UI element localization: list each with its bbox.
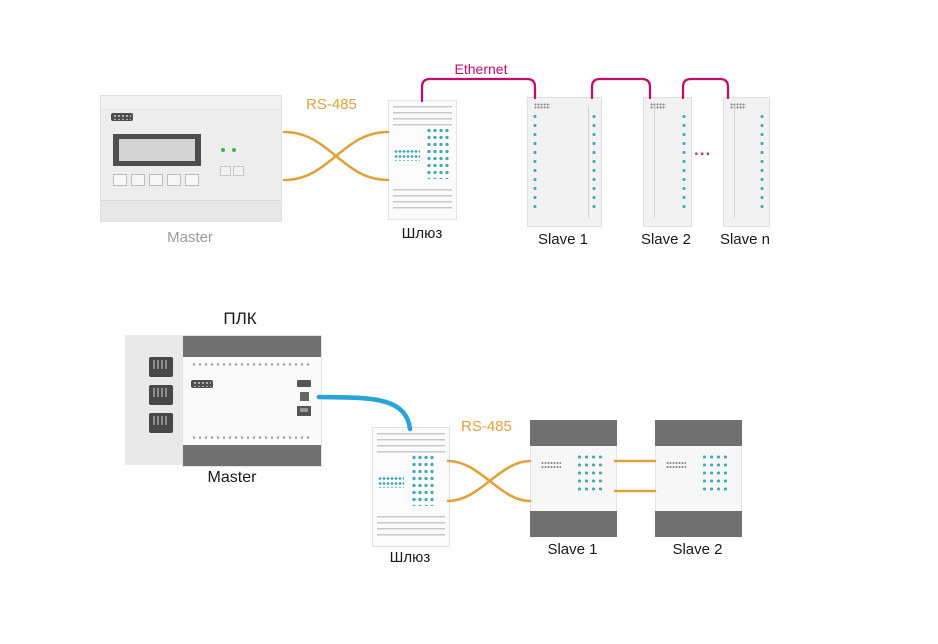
din-rail (655, 420, 742, 446)
device-button (149, 174, 163, 186)
terminal-strip (393, 106, 452, 128)
plc-label: ПЛК (223, 309, 257, 328)
led-indicator-grid (576, 453, 604, 495)
terminal-strip (377, 433, 445, 455)
ethernet-port-icon (149, 357, 173, 377)
usb-port-icon (297, 380, 311, 387)
din-rail (183, 445, 321, 466)
slave-n-panel (723, 97, 770, 227)
slave2-module (655, 420, 742, 537)
led-indicator-grid (411, 454, 435, 506)
terminal-dots (591, 112, 597, 212)
gateway-label-bottom: Шлюз (389, 549, 431, 566)
owen-logo (650, 103, 666, 109)
plc-body (182, 335, 322, 467)
slave-n-label-top: Slave n (719, 231, 771, 248)
ethernet-port-icon (149, 413, 173, 433)
ethernet-wire (590, 77, 652, 100)
device-bottom-strip (101, 200, 281, 221)
slave2-label-bottom: Slave 2 (672, 541, 723, 558)
owen-logo (730, 103, 746, 109)
terminal-row (191, 435, 313, 440)
led-indicator-grid (701, 453, 729, 495)
slave1-panel (527, 97, 602, 227)
slave2-label-top: Slave 2 (640, 231, 692, 248)
rs485-label-bottom: RS-485 (461, 418, 512, 435)
master-label-bottom: Master (207, 469, 257, 486)
slave1-label-top: Slave 1 (537, 231, 589, 248)
terminal-dots (532, 112, 538, 212)
device-button (220, 166, 231, 176)
terminal-dots (759, 112, 765, 212)
terminal-row (191, 362, 313, 367)
lcd-display (113, 134, 201, 166)
owen-logo (191, 380, 213, 388)
ethernet-jack-icon (297, 406, 311, 416)
panel-divider (654, 106, 655, 218)
owen-logo (534, 103, 550, 109)
gateway-device-bottom (372, 427, 450, 547)
device-top-strip (101, 96, 281, 110)
led-indicator-grid (426, 127, 450, 179)
panel-divider (734, 106, 735, 218)
terminal-dots (681, 112, 687, 212)
owen-logo (111, 113, 133, 121)
lcd-display-inner (119, 139, 195, 161)
device-button (185, 174, 199, 186)
gateway-label-top: Шлюз (401, 225, 443, 242)
rs485-wire (446, 459, 532, 503)
panel-divider (588, 106, 589, 218)
din-rail (183, 336, 321, 357)
terminal-strip (393, 189, 452, 211)
owen-logo (666, 461, 686, 469)
rs485-label-top: RS-485 (306, 96, 357, 113)
din-rail (530, 511, 617, 537)
plc-port-module (125, 335, 182, 465)
rs485-wire (446, 459, 532, 503)
device-button (113, 174, 127, 186)
rs485-wire (282, 130, 390, 182)
rs485-wire (282, 130, 390, 182)
owen-logo (541, 461, 561, 469)
power-connector-icon (300, 392, 309, 401)
master-controller-device (100, 95, 282, 222)
device-button (131, 174, 145, 186)
status-led (221, 148, 225, 152)
device-button (167, 174, 181, 186)
ethernet-wire (681, 77, 730, 100)
din-rail (655, 511, 742, 537)
ethernet-label: Ethernet (454, 61, 508, 77)
slave1-module (530, 420, 617, 537)
owen-pixel-logo (394, 149, 420, 161)
master-label-top: Master (167, 229, 213, 246)
plc-master-device (125, 335, 322, 467)
ethernet-wire (420, 77, 537, 103)
gateway-device-top (388, 100, 457, 220)
slaves-ellipsis: ... (694, 140, 712, 159)
terminal-strip (377, 516, 445, 538)
plc-cable (316, 394, 413, 432)
device-button (233, 166, 244, 176)
slave1-label-bottom: Slave 1 (547, 541, 598, 558)
status-led (232, 148, 236, 152)
owen-pixel-logo (378, 476, 404, 488)
slave2-panel (643, 97, 692, 227)
ethernet-port-icon (149, 385, 173, 405)
din-rail (530, 420, 617, 446)
